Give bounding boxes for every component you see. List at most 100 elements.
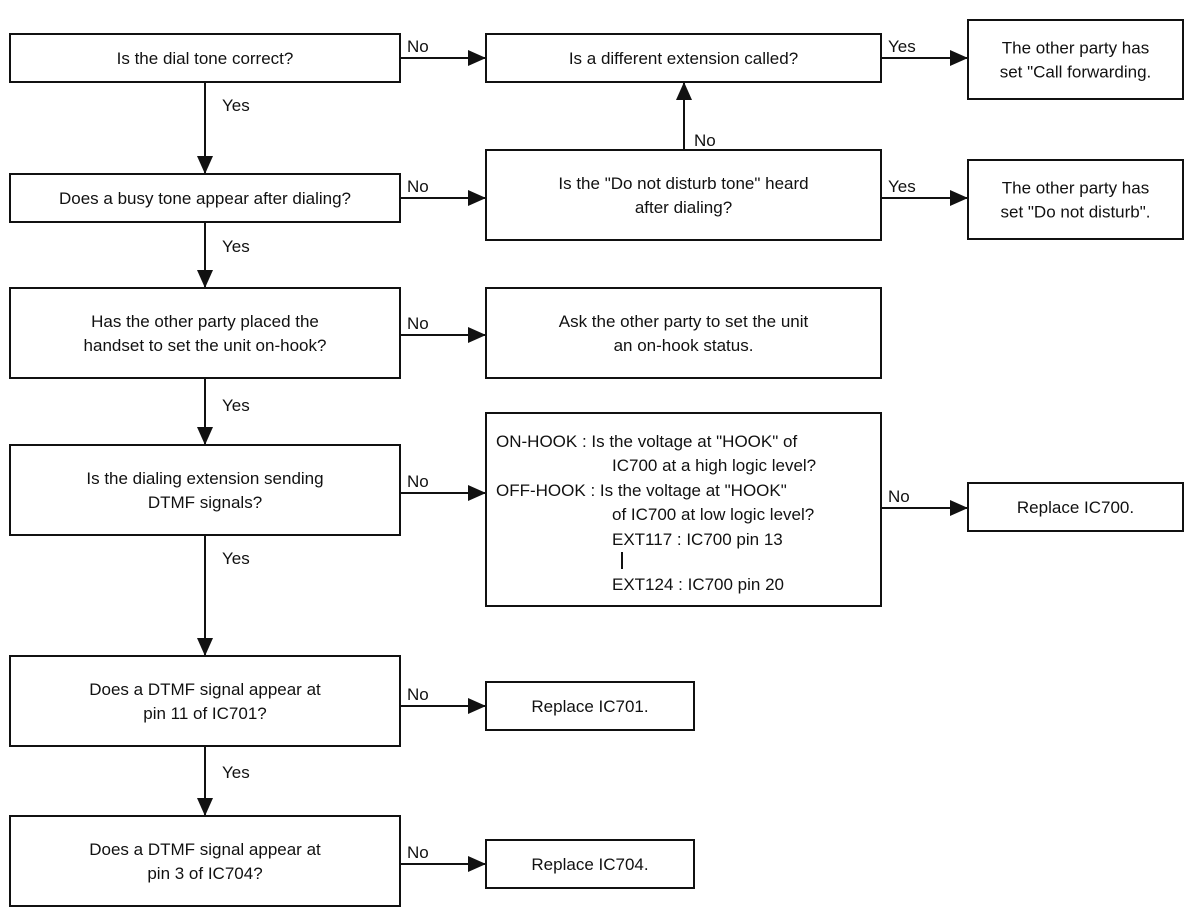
node-q-busy-tone: Does a busy tone appear after dialing? xyxy=(9,173,401,223)
node-r-call-forwarding: The other party has set "Call forwarding. xyxy=(967,19,1184,100)
node-box-r-ic704 xyxy=(485,839,695,889)
edge-q-dtmf-sending-to-q-hook-voltage: No xyxy=(400,472,486,501)
arrowhead-icon xyxy=(950,500,968,516)
arrowhead-icon xyxy=(468,190,486,206)
node-r-ic700: Replace IC700. xyxy=(967,482,1184,532)
arrowhead-icon xyxy=(676,82,692,100)
node-text-line: EXT124 : IC700 pin 20 xyxy=(612,575,784,594)
node-text-line: an on-hook status. xyxy=(614,336,754,355)
node-q-hook-voltage: ON-HOOK : Is the voltage at "HOOK" of IC7… xyxy=(485,412,882,607)
node-box-r-call-forwarding xyxy=(967,19,1184,100)
edge-q-busy-tone-to-q-dnd-tone: No xyxy=(400,177,486,206)
node-box-q-dnd-tone xyxy=(485,149,882,241)
edge-q-handset-to-a-onhook-status: No xyxy=(400,314,486,343)
edge-label: Yes xyxy=(222,96,250,115)
edge-q-dtmf-ic701-to-q-dtmf-ic704: Yes xyxy=(197,746,250,816)
edge-label: No xyxy=(694,131,716,150)
node-text-line: The other party has xyxy=(1002,179,1149,198)
edge-label: Yes xyxy=(222,396,250,415)
node-box-r-dnd xyxy=(967,159,1184,240)
node-box-q-dial-tone xyxy=(9,33,401,83)
edge-q-dtmf-ic701-to-r-ic701: No xyxy=(400,685,486,714)
node-q-dial-tone: Is the dial tone correct? xyxy=(9,33,401,83)
edge-label: No xyxy=(407,177,429,196)
node-text-line: IC700 at a high logic level? xyxy=(612,456,816,475)
node-text-line: Replace IC701. xyxy=(531,697,648,716)
arrowhead-icon xyxy=(468,327,486,343)
node-text-line: EXT117 : IC700 pin 13 xyxy=(612,530,783,549)
edge-label: Yes xyxy=(222,237,250,256)
node-text-line: after dialing? xyxy=(635,198,732,217)
edge-label: No xyxy=(407,472,429,491)
node-box-q-dtmf-ic704 xyxy=(9,815,401,907)
arrowhead-icon xyxy=(197,798,213,816)
edge-label: Yes xyxy=(888,177,916,196)
node-text-line: Is the "Do not disturb tone" heard xyxy=(558,174,808,193)
edge-q-dial-tone-to-q-different-ext: No xyxy=(400,37,486,66)
node-r-ic701: Replace IC701. xyxy=(485,681,695,731)
node-text-line: Does a DTMF signal appear at xyxy=(89,840,321,859)
node-q-dnd-tone: Is the "Do not disturb tone" heard after … xyxy=(485,149,882,241)
node-r-ic704: Replace IC704. xyxy=(485,839,695,889)
edge-q-dtmf-sending-to-q-dtmf-ic701: Yes xyxy=(197,535,250,656)
node-box-r-ic700 xyxy=(967,482,1184,532)
edge-label: Yes xyxy=(222,763,250,782)
node-text-line: ON-HOOK : Is the voltage at "HOOK" of xyxy=(496,432,797,451)
node-text-line: Does a DTMF signal appear at xyxy=(89,680,321,699)
node-q-dtmf-ic704: Does a DTMF signal appear at pin 3 of IC7… xyxy=(9,815,401,907)
node-text-line: OFF-HOOK : Is the voltage at "HOOK" xyxy=(496,481,787,500)
nodes-layer: Is the dial tone correct? Does a busy ton… xyxy=(9,19,1184,907)
node-box-q-different-ext xyxy=(485,33,882,83)
edge-label: Yes xyxy=(888,37,916,56)
edge-q-hook-voltage-to-r-ic700: No xyxy=(881,487,968,516)
node-box-a-onhook-status xyxy=(485,287,882,379)
node-box-r-ic701 xyxy=(485,681,695,731)
arrowhead-icon xyxy=(950,190,968,206)
node-text-line: Is a different extension called? xyxy=(569,49,798,68)
arrowhead-icon xyxy=(468,50,486,66)
node-text-line: of IC700 at low logic level? xyxy=(612,505,814,524)
node-text-line: pin 3 of IC704? xyxy=(147,864,262,883)
node-a-onhook-status: Ask the other party to set the unit an on… xyxy=(485,287,882,379)
node-q-dtmf-ic701: Does a DTMF signal appear at pin 11 of IC… xyxy=(9,655,401,747)
edge-label: No xyxy=(407,314,429,333)
node-text-line: Has the other party placed the xyxy=(91,312,319,331)
node-box-q-dtmf-ic701 xyxy=(9,655,401,747)
edge-label: Yes xyxy=(222,549,250,568)
edge-label: No xyxy=(888,487,910,506)
node-text-line: pin 11 of IC701? xyxy=(143,704,267,723)
node-box-q-hook-voltage xyxy=(485,412,882,607)
edge-q-dial-tone-to-q-busy-tone: Yes xyxy=(197,82,250,174)
node-box-q-busy-tone xyxy=(9,173,401,223)
node-text-line: set "Do not disturb". xyxy=(1000,203,1150,222)
node-text-line: set "Call forwarding. xyxy=(1000,63,1152,82)
node-text-line: handset to set the unit on-hook? xyxy=(84,336,327,355)
edge-q-handset-to-q-dtmf-sending: Yes xyxy=(197,378,250,445)
arrowhead-icon xyxy=(950,50,968,66)
arrowhead-icon xyxy=(197,427,213,445)
edge-q-busy-tone-to-q-handset: Yes xyxy=(197,222,250,288)
node-text-line: Is the dial tone correct? xyxy=(117,49,294,68)
node-text-line: DTMF signals? xyxy=(148,493,262,512)
arrowhead-icon xyxy=(468,856,486,872)
node-text-line: Ask the other party to set the unit xyxy=(559,312,809,331)
edge-q-dnd-tone-to-r-dnd: Yes xyxy=(881,177,968,206)
arrowhead-icon xyxy=(197,638,213,656)
edge-q-different-ext-to-r-call-forwarding: Yes xyxy=(881,37,968,66)
node-text-line: Replace IC700. xyxy=(1017,498,1134,517)
node-text-line: The other party has xyxy=(1002,39,1149,58)
edge-label: No xyxy=(407,37,429,56)
node-text-line: Does a busy tone appear after dialing? xyxy=(59,189,351,208)
node-q-different-ext: Is a different extension called? xyxy=(485,33,882,83)
node-box-q-dtmf-sending xyxy=(9,444,401,536)
node-q-handset: Has the other party placed the handset to… xyxy=(9,287,401,379)
node-text-line: Replace IC704. xyxy=(531,855,648,874)
node-text-line: Is the dialing extension sending xyxy=(86,469,323,488)
edge-q-dnd-tone-to-q-different-ext: No xyxy=(676,82,716,150)
arrowhead-icon xyxy=(197,156,213,174)
edge-label: No xyxy=(407,843,429,862)
arrowhead-icon xyxy=(197,270,213,288)
